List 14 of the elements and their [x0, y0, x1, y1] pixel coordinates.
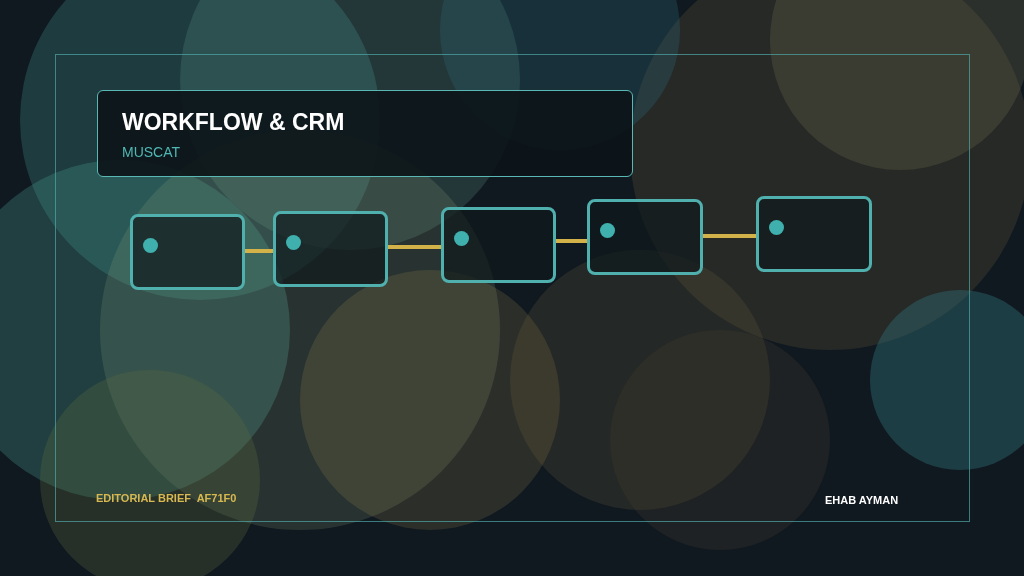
connector-line: [245, 249, 273, 253]
connector-line: [388, 245, 441, 249]
author-name: EHAB AYMAN: [825, 493, 899, 508]
title-card: [97, 90, 633, 177]
title-text: WORKFLOW & CRM: [122, 108, 346, 136]
subtitle-text: MUSCAT: [122, 143, 182, 162]
connector-line: [556, 239, 587, 243]
process-box: [130, 214, 245, 290]
footer-note: EDITORIAL BRIEF AF71F0: [96, 491, 237, 506]
process-box: [756, 196, 872, 272]
process-box: [587, 199, 703, 275]
process-box: [273, 211, 388, 287]
process-box: [441, 207, 556, 283]
connector-line: [703, 234, 756, 238]
